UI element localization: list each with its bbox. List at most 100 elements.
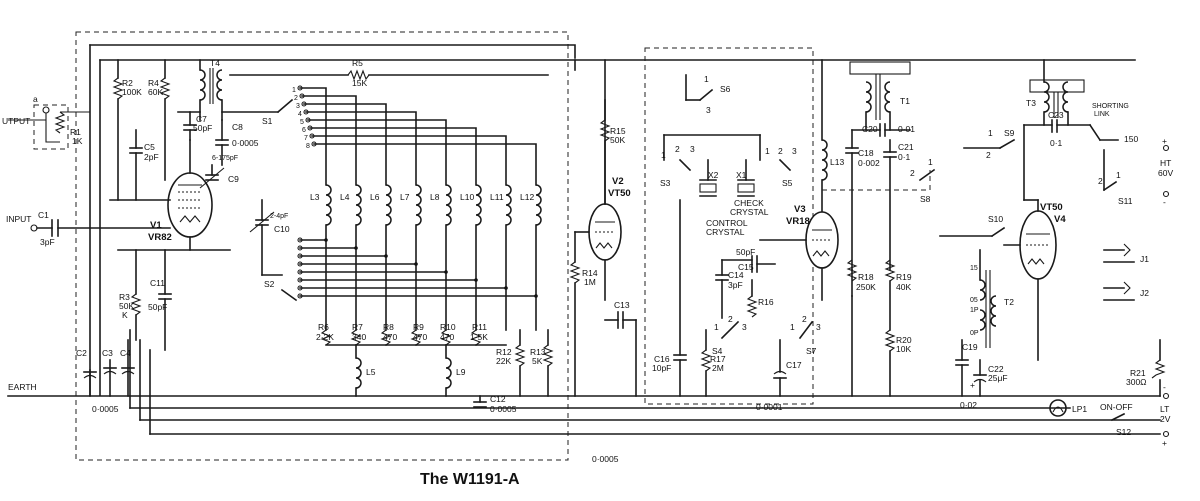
s4-pin2: 2 bbox=[728, 314, 733, 324]
v1-ref: V1 bbox=[150, 220, 162, 231]
inductor-l5 bbox=[355, 344, 362, 397]
lt-plus: + bbox=[1162, 438, 1167, 448]
switch-s3 bbox=[663, 134, 761, 172]
s3-ref: S3 bbox=[660, 178, 671, 188]
t3-ref: T3 bbox=[1026, 98, 1036, 108]
capacitor-c14 bbox=[715, 259, 729, 319]
r12-ref: R12 bbox=[496, 347, 512, 357]
resistor-r16 bbox=[746, 279, 758, 318]
capacitor-c4 bbox=[121, 339, 135, 397]
t2-tap-0p: 0P bbox=[970, 330, 979, 337]
transformer-t2 bbox=[979, 249, 997, 348]
c17-ref: C17 bbox=[786, 360, 802, 370]
s4-ref: S4 bbox=[712, 346, 723, 356]
capacitor-c3 bbox=[103, 359, 117, 397]
s3-pin1: 1 bbox=[661, 150, 666, 160]
c3-ref: C3 bbox=[102, 348, 113, 358]
l9-ref: L9 bbox=[456, 367, 466, 377]
capacitor-c7 bbox=[177, 111, 201, 141]
switch-s12 bbox=[1110, 412, 1126, 422]
s1-contact bbox=[311, 141, 317, 147]
c18-ref: C18 bbox=[858, 148, 874, 158]
transformer-t4 bbox=[199, 59, 223, 121]
t2-tap-1p: 1P bbox=[970, 307, 979, 314]
v2-type: VT50 bbox=[608, 188, 631, 199]
r11-ref: R11 bbox=[472, 322, 487, 332]
r15-value: 50K bbox=[610, 135, 625, 145]
capacitor-c15 bbox=[721, 255, 776, 273]
coil-feed-l11 bbox=[311, 135, 507, 186]
s3-pin3: 3 bbox=[690, 144, 695, 154]
capacitor-c17 bbox=[773, 339, 787, 397]
x1-ref: X1 bbox=[736, 170, 747, 180]
s1-pin-label: 4 bbox=[298, 111, 302, 118]
lt-minus: - bbox=[1163, 382, 1166, 392]
junction-dot bbox=[534, 294, 538, 298]
capacitor-c13 bbox=[604, 311, 637, 397]
junction-dot bbox=[324, 238, 328, 242]
s2-contact bbox=[297, 261, 303, 267]
v3-ref: V3 bbox=[794, 204, 806, 215]
coil-feed-l7 bbox=[305, 111, 417, 186]
s9-pin1: 1 bbox=[988, 128, 993, 138]
r1-ref: R1 bbox=[70, 127, 81, 137]
junction-dot bbox=[414, 262, 418, 266]
c13-ref: C13 bbox=[614, 300, 630, 310]
s7-pin2: 2 bbox=[802, 314, 807, 324]
s1-pin-label: 3 bbox=[296, 103, 300, 110]
r6-value: 2·2K bbox=[316, 332, 334, 342]
x2-ref: X2 bbox=[708, 170, 719, 180]
c18-value: 0·002 bbox=[858, 158, 880, 168]
s1-pin-label: 2 bbox=[294, 95, 298, 102]
v4-ref: V4 bbox=[1054, 214, 1066, 225]
switch-s11 bbox=[1102, 149, 1118, 192]
capacitor-c19 bbox=[955, 339, 969, 397]
s9-ref: S9 bbox=[1004, 128, 1015, 138]
c20-ref: C20 bbox=[862, 124, 878, 134]
c23-value: 0·1 bbox=[1050, 138, 1063, 148]
r1-value: 1K bbox=[72, 136, 83, 146]
c8-value: 0·0005 bbox=[232, 138, 259, 148]
screen-link bbox=[822, 170, 931, 191]
resistor-r17 bbox=[700, 329, 712, 397]
c11-value: 50pF bbox=[148, 302, 167, 312]
r21-value: 300Ω bbox=[1126, 377, 1147, 387]
valve-v3 bbox=[759, 211, 839, 301]
resistor-chain-element bbox=[320, 329, 332, 346]
switch-s9 bbox=[963, 138, 1016, 150]
s2-contact bbox=[297, 269, 303, 275]
r13-value: 5K bbox=[532, 356, 543, 366]
r19-ref: R19 bbox=[896, 272, 912, 282]
ht-plus: + bbox=[1162, 136, 1167, 146]
s1-pin-label: 1 bbox=[292, 87, 296, 94]
check-crystal-2: CRYSTAL bbox=[730, 207, 769, 217]
s1-pin-label: 7 bbox=[304, 135, 308, 142]
s1-contact bbox=[307, 125, 313, 131]
ht-label: HT bbox=[1160, 158, 1171, 168]
input-label: INPUT bbox=[6, 214, 32, 224]
s1-contact bbox=[309, 133, 315, 139]
c22-ref: C22 bbox=[988, 364, 1004, 374]
inductor-l7 bbox=[415, 184, 422, 226]
c1-value: 3pF bbox=[40, 237, 55, 247]
s7-ref: S7 bbox=[806, 346, 817, 356]
r12-value: 22K bbox=[496, 356, 511, 366]
input-connector bbox=[30, 219, 171, 237]
resistor-r13 bbox=[542, 329, 554, 397]
capacitor-c16 bbox=[673, 199, 687, 397]
switch-s8 bbox=[918, 168, 936, 182]
j1-ref: J1 bbox=[1140, 254, 1149, 264]
switch-s2 bbox=[261, 274, 298, 302]
output-mark: a bbox=[33, 94, 38, 104]
valve-v4 bbox=[1003, 199, 1057, 361]
c7-value: 50pF bbox=[193, 123, 212, 133]
c21-value: 0·1 bbox=[898, 152, 911, 162]
capacitor-c5 bbox=[129, 129, 143, 201]
coil-label-l11: L11 bbox=[490, 192, 504, 202]
resistor-r5 bbox=[229, 69, 549, 81]
c19-ref: C19 bbox=[962, 342, 978, 352]
s2-contact bbox=[297, 277, 303, 283]
transformer-t3 bbox=[1029, 59, 1085, 126]
